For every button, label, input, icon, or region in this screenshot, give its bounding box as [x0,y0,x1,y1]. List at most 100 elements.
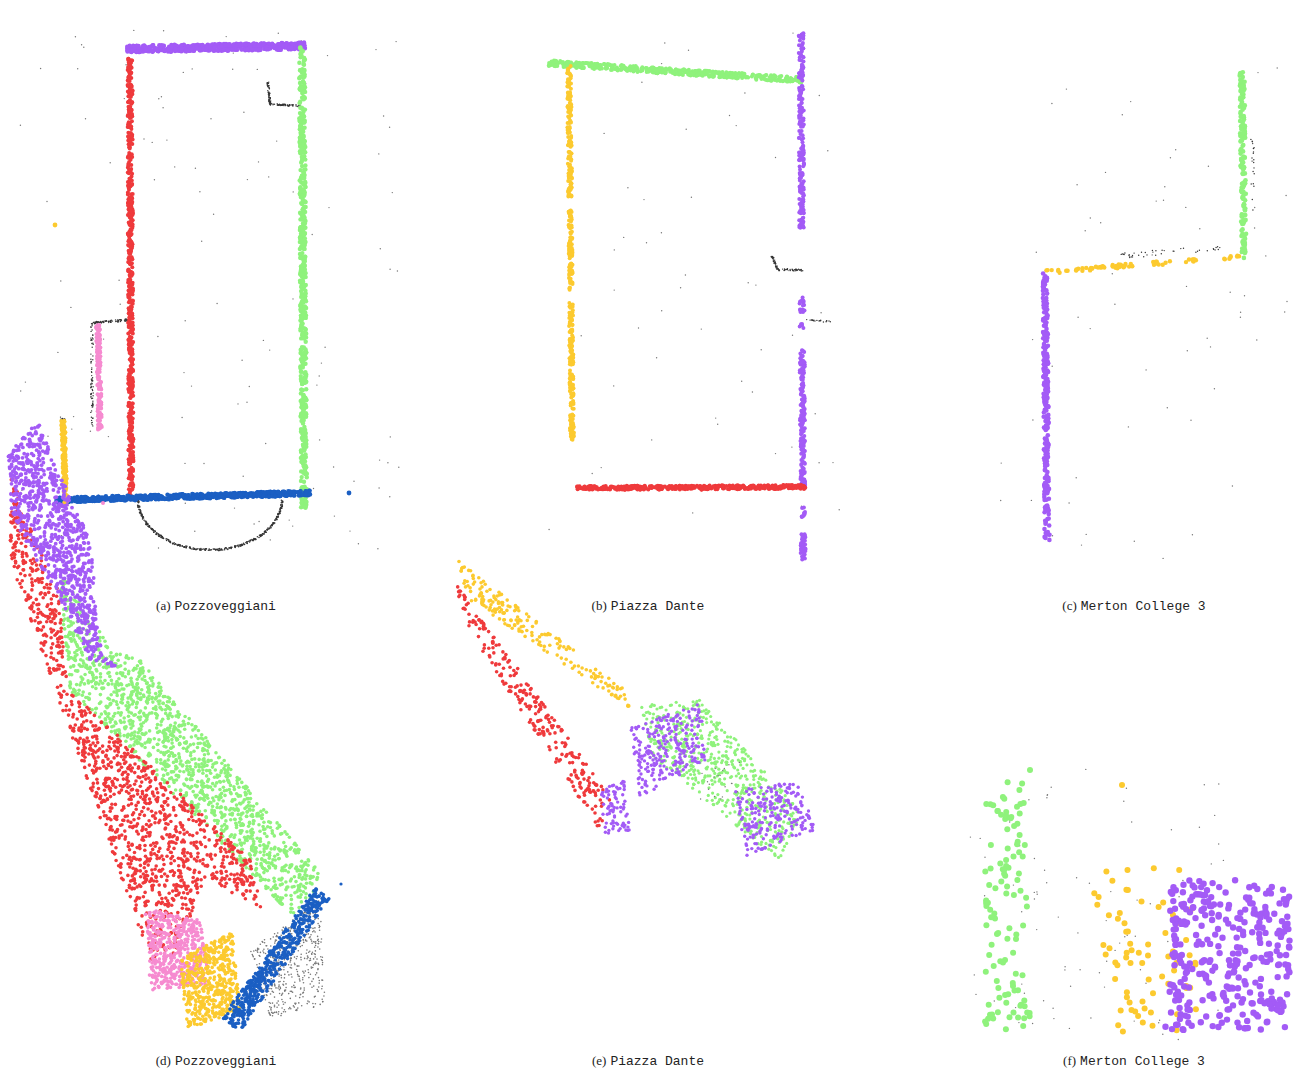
point [220,44,224,48]
point [272,104,273,105]
point [380,248,381,249]
point [126,232,130,236]
point [92,355,93,356]
point [244,42,248,46]
point [163,49,167,53]
point [269,97,270,98]
point [176,544,178,546]
point [184,463,185,464]
point [281,501,283,503]
point [128,79,132,83]
point [234,547,236,549]
point [130,92,134,96]
point [269,528,271,530]
point [172,543,174,545]
point [280,507,282,509]
point [125,319,126,320]
point [127,268,131,272]
point [158,535,160,537]
point [270,539,271,540]
point [129,304,133,308]
point [273,523,275,525]
point [130,488,134,492]
point [126,114,130,118]
point [128,74,132,78]
point [392,192,393,193]
point [91,417,92,418]
point [270,103,271,104]
point [92,390,93,391]
point [390,436,391,437]
point [269,95,270,96]
point [92,347,93,348]
point [128,335,132,339]
point [211,549,213,551]
point [245,47,249,51]
point [233,52,234,53]
point [232,69,233,70]
point [145,520,147,522]
point [274,104,275,105]
point [46,201,47,202]
point [90,384,91,385]
point [100,322,101,323]
point [92,359,93,360]
point [131,286,135,290]
point [128,146,132,150]
point [129,158,133,162]
point [92,380,93,381]
point [389,496,390,497]
point [127,324,131,328]
point [125,64,126,65]
point [333,466,334,467]
point [170,45,174,49]
point [278,105,279,106]
point [183,372,184,373]
point [127,164,131,168]
point [127,57,131,61]
point [93,322,94,323]
point [312,234,313,235]
point [128,312,132,316]
point [292,298,293,299]
point [126,131,130,135]
point [190,47,194,51]
point [92,425,93,426]
point [40,68,41,69]
point [128,291,132,295]
point [127,418,131,422]
point [91,323,92,324]
point [281,507,283,509]
point [194,548,196,550]
point [397,270,398,271]
point [130,200,134,204]
point [379,459,380,460]
point [128,278,132,282]
point [153,531,155,533]
point [229,547,231,549]
point [290,42,294,46]
point [127,83,131,87]
point [90,361,91,362]
point [321,362,322,363]
point [203,463,204,464]
point [375,49,376,50]
point [90,331,91,332]
point [316,384,317,385]
point [120,321,121,322]
point [253,539,255,541]
point [234,507,235,508]
point [98,322,99,323]
point [127,260,131,264]
point [264,530,266,532]
point [258,521,259,522]
point [108,436,109,437]
point [108,321,109,322]
point [127,237,131,241]
point [358,543,359,544]
point [91,410,92,411]
point [281,43,285,47]
point [282,504,284,506]
point [247,179,248,180]
point [210,118,211,119]
